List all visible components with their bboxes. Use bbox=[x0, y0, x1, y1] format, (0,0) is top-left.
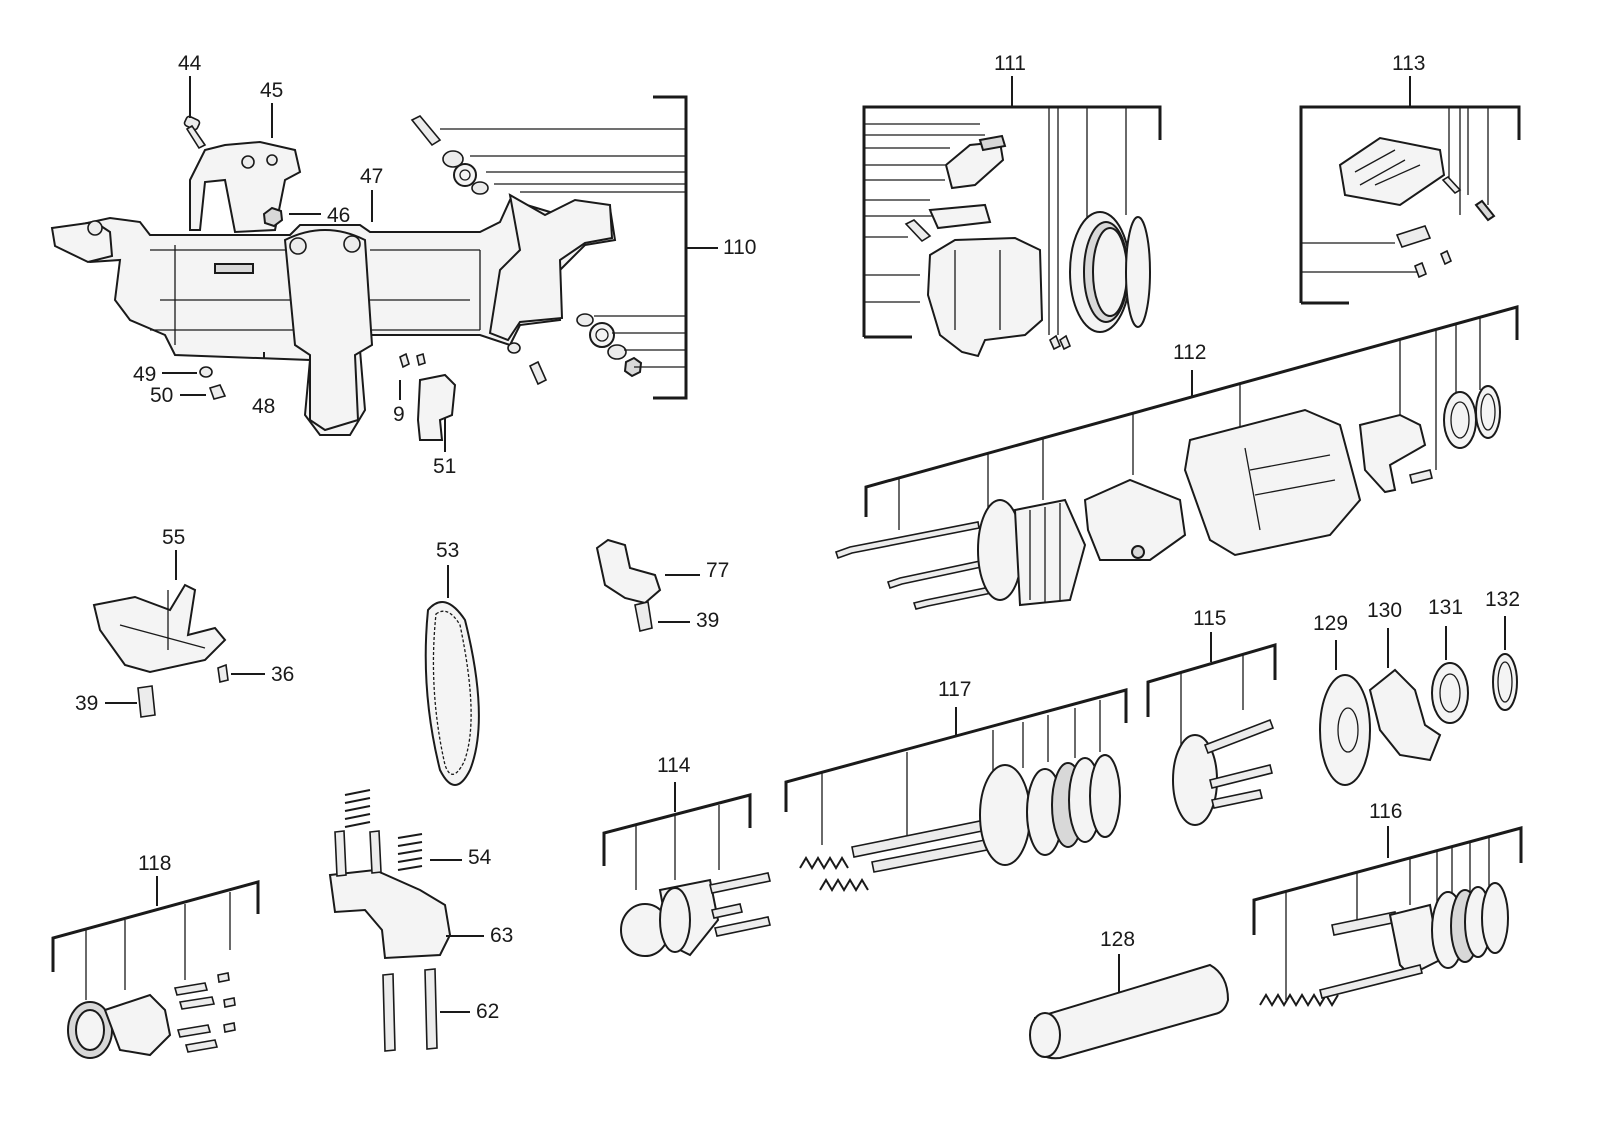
label-39-left: 39 bbox=[75, 692, 98, 715]
seal-132 bbox=[1492, 653, 1518, 711]
label-51: 51 bbox=[433, 455, 456, 478]
long-bolt-2 bbox=[886, 559, 987, 590]
assembly-54-63-62 bbox=[328, 789, 484, 1052]
carrier-118 bbox=[103, 993, 172, 1057]
motor-mount-ring bbox=[283, 229, 374, 432]
screw-39b bbox=[634, 601, 653, 632]
seal-112 bbox=[1475, 385, 1501, 439]
switch-block bbox=[944, 140, 1005, 190]
drive-belt-53 bbox=[424, 565, 480, 786]
label-128: 128 bbox=[1100, 928, 1135, 951]
plate-129 bbox=[1319, 674, 1371, 786]
nut-46 bbox=[262, 206, 284, 228]
long-bolt-1 bbox=[834, 521, 980, 560]
label-116: 116 bbox=[1369, 800, 1402, 823]
ring-gear bbox=[1069, 211, 1131, 333]
assembly-114 bbox=[602, 782, 771, 957]
label-44: 44 bbox=[178, 52, 202, 75]
spring-54 bbox=[397, 833, 423, 871]
assembly-115 bbox=[1146, 632, 1277, 826]
bearing-131 bbox=[1431, 662, 1469, 724]
assembly-116 bbox=[1252, 826, 1523, 1007]
label-114: 114 bbox=[657, 754, 691, 777]
motor-housing-can bbox=[1183, 408, 1362, 557]
switch-slider bbox=[928, 203, 992, 230]
label-55: 55 bbox=[162, 526, 185, 549]
bearing-112 bbox=[1443, 391, 1477, 449]
screw-39a bbox=[137, 685, 156, 718]
label-39-right: 39 bbox=[696, 609, 719, 632]
label-110: 110 bbox=[723, 236, 756, 259]
label-50: 50 bbox=[150, 384, 173, 407]
label-118: 118 bbox=[138, 852, 171, 875]
label-48: 48 bbox=[252, 395, 275, 418]
bolt-62a bbox=[382, 973, 396, 1052]
screw-44 bbox=[183, 115, 207, 150]
assembly-111 bbox=[862, 76, 1162, 358]
screw-36 bbox=[217, 663, 229, 683]
spring-117a bbox=[799, 856, 849, 870]
label-113: 113 bbox=[1392, 52, 1425, 75]
assembly-112 bbox=[834, 305, 1519, 610]
label-111: 111 bbox=[994, 52, 1026, 75]
lower-fastener-stack bbox=[507, 313, 643, 386]
shaft-end-cap bbox=[1358, 413, 1427, 494]
housing-assembly bbox=[50, 76, 718, 452]
bracket-63 bbox=[328, 868, 452, 960]
gearbox-housing bbox=[926, 236, 1044, 358]
label-131: 131 bbox=[1428, 596, 1463, 619]
label-115: 115 bbox=[1193, 607, 1226, 630]
label-63: 63 bbox=[490, 924, 513, 947]
lever-51 bbox=[416, 373, 457, 441]
parts-129-132 bbox=[1319, 616, 1518, 786]
spring-upper bbox=[344, 789, 371, 828]
label-36: 36 bbox=[271, 663, 294, 686]
label-117: 117 bbox=[938, 678, 971, 701]
top-fastener-stack bbox=[410, 115, 489, 195]
left-foot-plate bbox=[50, 220, 114, 264]
screw-9 bbox=[399, 352, 410, 369]
snap-ring-111 bbox=[1125, 216, 1151, 328]
label-45: 45 bbox=[260, 79, 283, 102]
piston-117 bbox=[979, 764, 1031, 866]
stator-pack bbox=[1013, 498, 1087, 607]
right-end-bracket bbox=[488, 193, 614, 342]
assembly-118 bbox=[51, 876, 260, 1059]
carrier-130 bbox=[1368, 668, 1442, 762]
screw-50 bbox=[208, 384, 227, 400]
label-62: 62 bbox=[476, 1000, 499, 1023]
tube-128 bbox=[1029, 954, 1230, 1060]
bolt-62b bbox=[424, 968, 438, 1050]
label-46: 46 bbox=[327, 204, 350, 227]
spring-117b bbox=[819, 878, 869, 892]
label-9: 9 bbox=[393, 403, 405, 426]
label-77: 77 bbox=[706, 559, 729, 582]
label-112: 112 bbox=[1173, 341, 1206, 364]
piston-116 bbox=[1388, 903, 1442, 977]
clamp-45 bbox=[189, 140, 302, 234]
cover-55 bbox=[92, 550, 265, 718]
label-54: 54 bbox=[468, 846, 492, 869]
assembly-113 bbox=[1299, 76, 1521, 305]
label-129: 129 bbox=[1313, 612, 1348, 635]
label-132: 132 bbox=[1485, 588, 1520, 611]
brush-holder bbox=[1083, 478, 1187, 561]
module-113 bbox=[1338, 136, 1446, 207]
housing-label-plate bbox=[214, 263, 254, 274]
assembly-117 bbox=[784, 688, 1128, 892]
part-labels: 44 45 47 46 49 50 48 9 51 110 111 113 11… bbox=[75, 52, 1520, 1023]
label-47: 47 bbox=[360, 165, 383, 188]
plug-49 bbox=[199, 366, 213, 378]
label-130: 130 bbox=[1367, 599, 1402, 622]
label-53: 53 bbox=[436, 539, 459, 562]
clamp-77 bbox=[595, 538, 700, 632]
label-49: 49 bbox=[133, 363, 156, 386]
